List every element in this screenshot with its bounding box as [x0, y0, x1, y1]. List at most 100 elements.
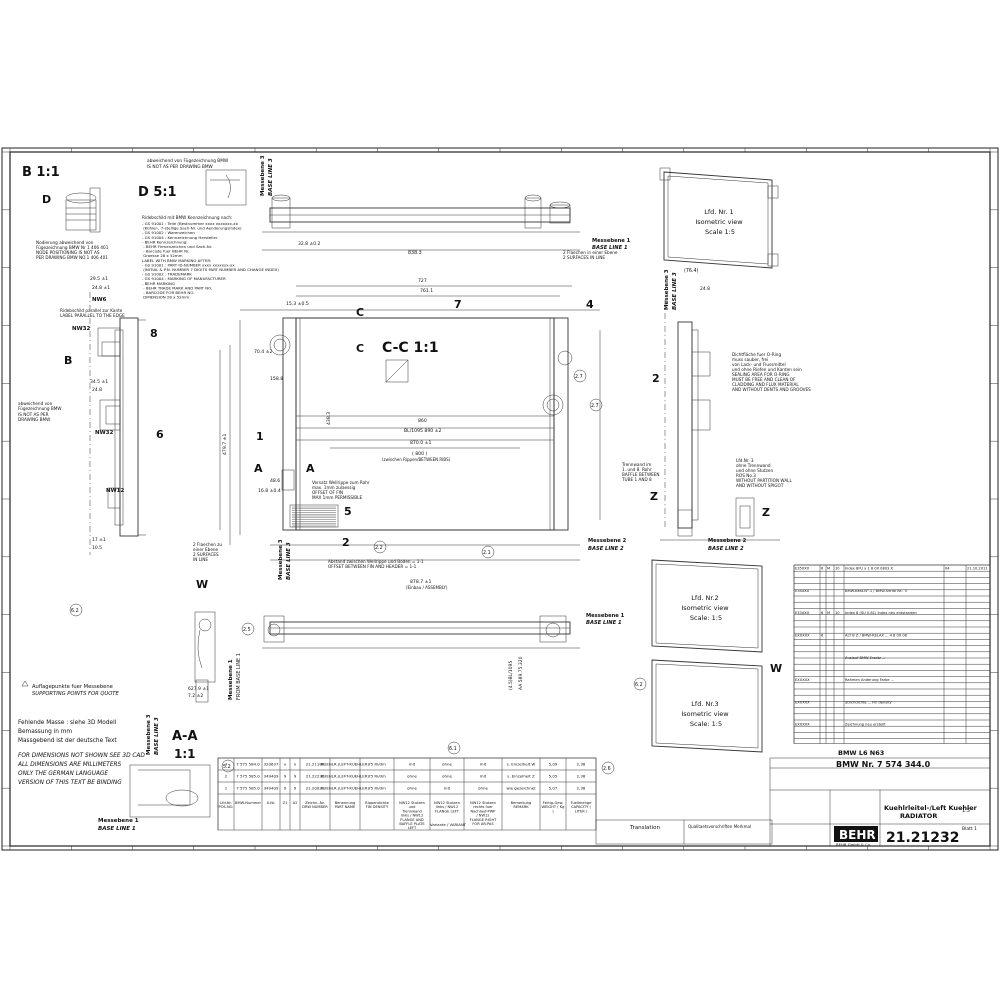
parts-cell: ohne: [442, 762, 452, 767]
svg-text:Lfd. Nr.2 Isometric view: Lfd. Nr.2 Isometric view Scale: 1:5: [681, 594, 730, 622]
item-1: 1: [256, 430, 264, 443]
item-6: 2: [342, 536, 350, 549]
m3-label-2: Messebene 3: [278, 539, 284, 580]
svg-text:Lfd. Nr.3 Isometric view: Lfd. Nr.3 Isometric view Scale: 1:5: [681, 700, 730, 728]
iso2-line2: Isometric view: [681, 604, 729, 612]
b1-label-aa: BASE LINE 1: [98, 826, 136, 832]
svg-text:A: A: [306, 462, 315, 475]
trennwand-2: 1. und 8. Rohr: [622, 467, 652, 472]
item-8: 7: [454, 298, 462, 311]
company-logo: BEHR: [839, 828, 876, 842]
flaechen-2: 2 SURFACES IN LINE: [563, 255, 605, 260]
dim-fin-mid: ( 800 ): [412, 451, 427, 457]
parts-cell: 21.20021: [306, 786, 325, 791]
dim-70: 70.4 ±2: [254, 349, 273, 355]
svg-text:24.8: 24.8: [92, 387, 102, 393]
b1-label-bot: BASE LINE 1: [586, 620, 622, 626]
svg-text:627.9 ±1 7.2 ±2: 627.9 ±1 7.2 ±2: [188, 686, 210, 699]
parts-cell: 75 Ri/dm: [368, 786, 386, 791]
parts-cell: 21.22232: [306, 774, 325, 779]
base-line-3-mid: Messebene 3 BASE LINE 3: [278, 539, 292, 580]
lfd3-line-4: ROS No.3: [736, 473, 756, 478]
parts-cell: s. Einzelheit W: [507, 762, 536, 767]
label-line-11: (INITIAL & P.N. NUMBER 7 DIGITS PART NUM…: [142, 267, 279, 272]
label-line-9: LABEL WITH BMW MARKING AFTER:: [142, 258, 211, 263]
parts-cell: ohne: [407, 786, 417, 791]
dicht-line-1: Dichtfläche fuer O-Ring: [732, 352, 781, 357]
drawing-no: 21.21232: [886, 830, 960, 846]
rev-cell: 10: [835, 567, 840, 571]
item-9: 8: [150, 327, 158, 340]
item-5: 6: [156, 428, 164, 441]
parts-cell: KUEHLR.(LEFT-KUEHLER): [321, 774, 369, 779]
svg-text:34.5 ±1: 34.5 ±1: [90, 379, 108, 385]
label-line-7: - Barcode fuer BEHR Nr.: [142, 249, 190, 254]
iso1-line1: Lfd. Nr. 1: [704, 208, 733, 216]
left-side-view: NW6 NW32 B NW32 NW12 Ridebschild paralle…: [18, 276, 164, 555]
b-note-1: Nodierung abweichend von: [36, 240, 94, 245]
rev-cell: Index 8FU x 1 8 0X 0803 X: [845, 567, 893, 571]
svg-text:Ridebschild parallel zur Kante: Ridebschild parallel zur Kante LABEL PAR…: [60, 308, 125, 318]
iso3-line3: Scale: 1:5: [690, 720, 722, 728]
varianten-label: Variante / VARIANT: [430, 822, 467, 827]
bmw-nr: BMW Nr. 7 574 344.0: [836, 760, 931, 769]
svg-text:BASE LINE 3: BASE LINE 3: [286, 542, 292, 580]
top-view: 838.3 32.8 ±0.2 Messebene 1 BASE LINE 1 …: [262, 194, 631, 260]
svg-text:Abstand zwischen Wellrippe und: Abstand zwischen Wellrippe und Boden = 1…: [328, 559, 425, 569]
svg-text:Versatz Wellrippe zum Rohr: Versatz Wellrippe zum Rohr max. 1mm zula…: [312, 480, 371, 500]
rev-cell: E34XXX: [795, 589, 810, 593]
flaechen2-2: einer Ebene: [193, 547, 219, 552]
parts-cell: 1: [225, 786, 228, 791]
label-title: Ridebschild mit BMW Kennzeichnung nach:: [142, 215, 232, 220]
label-line-17: DIMENSION 28 x 52mm: [142, 295, 189, 300]
nw6-label: NW6: [92, 297, 107, 303]
dicht-line-7: CLADDING AND FLUX MATERIAL: [732, 382, 799, 387]
svg-text:Messebene 3: Messebene 3: [278, 539, 284, 580]
rev-cell: M: [827, 611, 830, 615]
parts-cell: 320637: [264, 762, 279, 767]
dim-761: 761.1: [420, 288, 433, 294]
item-2: 2: [652, 372, 660, 385]
parts-cell: 7 575 585.0: [236, 774, 260, 779]
label-line-5: - BEHR Kennzeichnung:: [142, 239, 188, 244]
parts-cell: 9: [284, 786, 287, 791]
dim-158: 158.8: [270, 376, 283, 382]
section-aa-scale: 1:1: [174, 747, 196, 761]
dim-24: 24.8: [700, 286, 710, 292]
dim-16: 16.8 ±0.4: [258, 488, 281, 494]
detail-z-letter: Z: [762, 506, 770, 519]
rev-cell: Rahmen Anderung Farbe ...: [845, 678, 894, 682]
parts-cell: 21.21189: [306, 762, 325, 767]
scale: 1:5: [962, 808, 970, 814]
fin-hatch: [292, 506, 336, 527]
svg-text:Messebene 3: Messebene 3: [146, 714, 152, 755]
b-note-3: NODE POSITIONING IS NOT AS: [36, 250, 100, 255]
parts-cell: mit: [480, 774, 487, 779]
svg-text:BASE LINE 3: BASE LINE 3: [672, 272, 678, 310]
label-line-2: (Kühler-, 7-stellige Sach-Nr. und Aender…: [142, 226, 242, 231]
svg-text:Messebene 2 BASE LINE 2: Messebene 2 BASE LINE 2: [588, 538, 628, 552]
sheet: Blatt 1: [962, 826, 977, 832]
parts-cell: 3: [225, 762, 228, 767]
svg-text:10.5: 10.5: [92, 545, 102, 551]
detail-b-view: B 1:1 D Nodierung abweichend von Fügezei…: [22, 165, 109, 260]
label-parallel-2: LABEL PARALLEL TO THE EDGE: [60, 313, 125, 318]
dim-fin-note: (zwischen Rippen/BETWEEN RIBS): [382, 457, 451, 462]
dicht-line-3: von Lack- und Flussmittel: [732, 362, 786, 367]
label-line-10: - GS 91001 : PART ID-NUMBER xxxx xxxxxxx…: [142, 262, 235, 267]
iso2-line1: Lfd. Nr.2: [691, 594, 718, 602]
parts-cell: 7 575 585.0: [236, 786, 260, 791]
top-dim-d: 32.8 ±0.2: [298, 241, 321, 247]
svg-text:2.1: 2.1: [483, 550, 491, 556]
company-sub: BEHR GmbH & Co.: [836, 842, 871, 847]
dim-core-w: 870.0 ±1: [410, 440, 431, 446]
versatz-4: MAX 1mm PERMISSIBLE: [312, 495, 363, 500]
isometric-view-1: Lfd. Nr. 1 Isometric view Scale 1:5: [659, 167, 779, 269]
zone-marks: [69, 603, 647, 775]
svg-text:24.8 ±1: 24.8 ±1: [92, 285, 110, 291]
